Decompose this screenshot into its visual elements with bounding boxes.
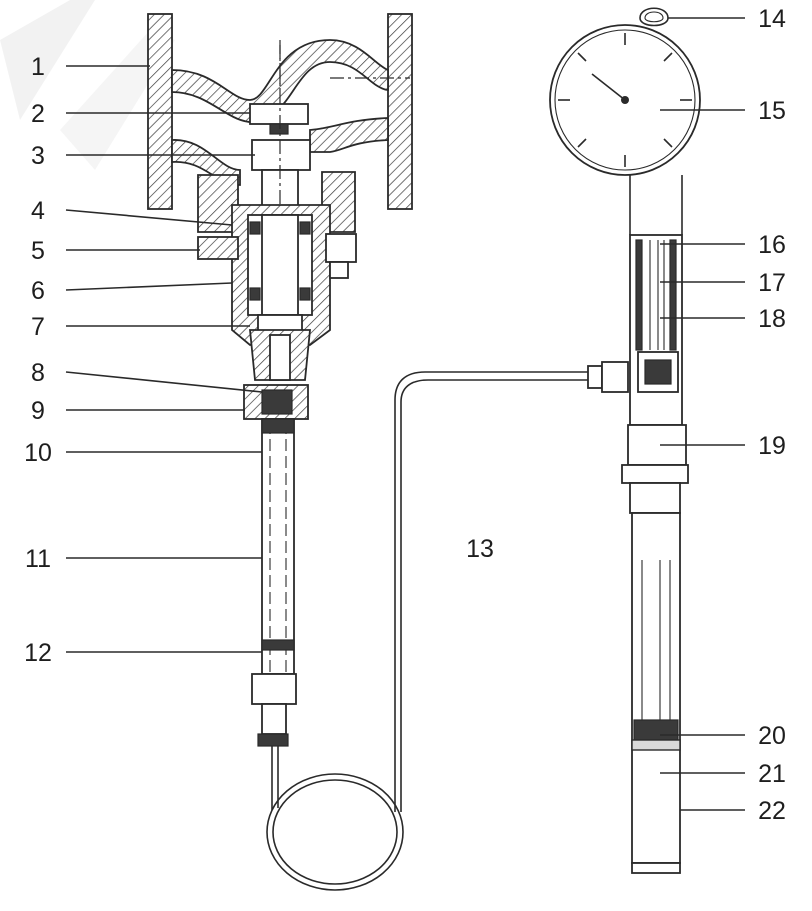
callout-11: 11 (25, 545, 51, 573)
callout-20: 20 (758, 722, 786, 750)
callout-9: 9 (31, 397, 45, 425)
leader-lines (65, 17, 745, 811)
callout-21: 21 (758, 760, 786, 788)
callout-14: 14 (758, 5, 786, 33)
callout-16: 16 (758, 231, 786, 259)
callout-7: 7 (31, 313, 45, 341)
valve-body-icon (147, 13, 413, 747)
callout-6: 6 (31, 277, 45, 305)
callout-3: 3 (31, 142, 45, 170)
callout-4: 4 (31, 197, 45, 225)
callout-8: 8 (31, 359, 45, 387)
callout-19: 19 (758, 432, 786, 460)
callout-17: 17 (758, 269, 786, 297)
capillary-tube-icon (266, 361, 629, 891)
dial-ticks (558, 33, 692, 167)
watermark (0, 0, 175, 170)
callout-22: 22 (758, 797, 786, 825)
callout-12: 12 (24, 639, 52, 667)
callout-13: 13 (466, 535, 494, 563)
bellows-spring (635, 239, 677, 351)
callout-18: 18 (758, 305, 786, 333)
callout-labels: 1 2 3 4 5 6 7 8 9 10 11 12 13 14 15 16 1… (24, 5, 786, 825)
thermometer-gauge-icon (549, 7, 701, 874)
callout-15: 15 (758, 97, 786, 125)
callout-10: 10 (24, 439, 52, 467)
callout-2: 2 (31, 100, 45, 128)
callout-1: 1 (31, 53, 45, 81)
callout-5: 5 (31, 237, 45, 265)
